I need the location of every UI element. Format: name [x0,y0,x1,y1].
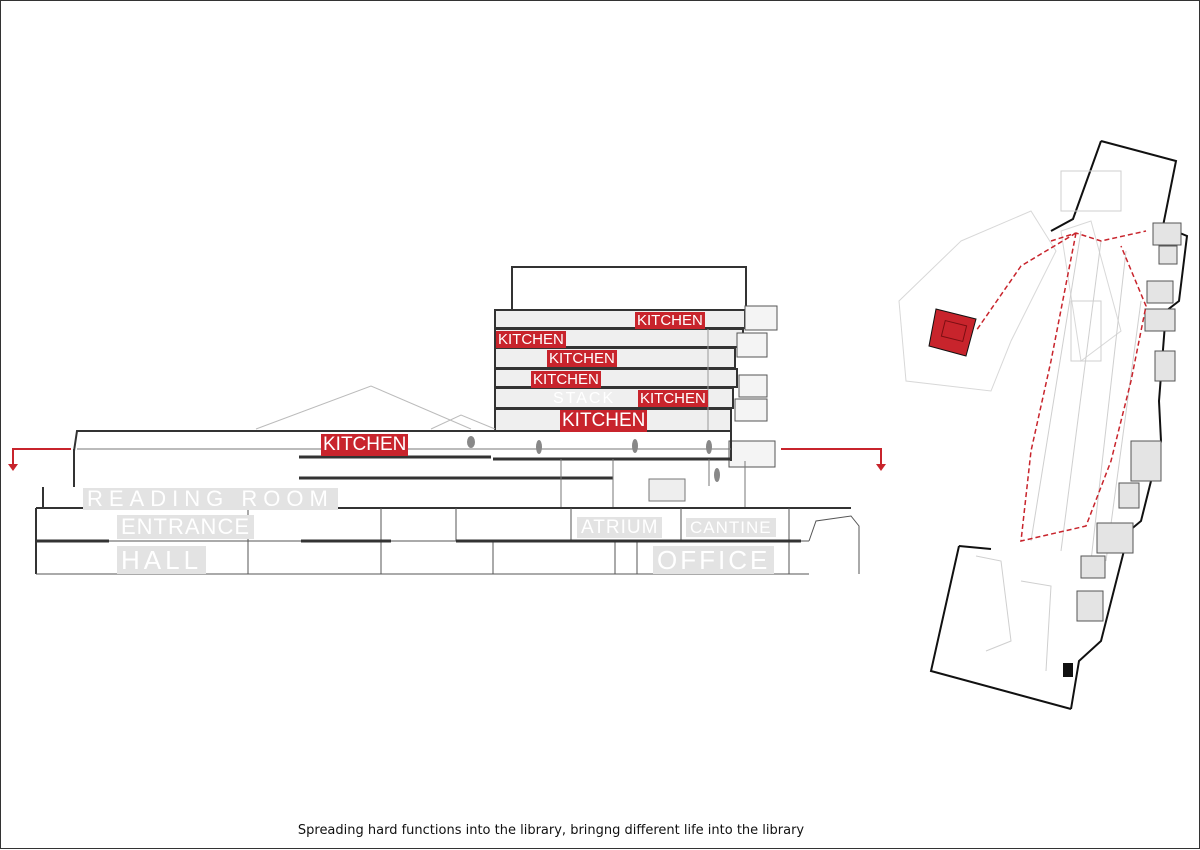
kitchen-label-floor-6: KITCHEN [635,312,705,329]
kitchen-label-floor-3: KITCHEN [531,371,601,388]
kitchen-label-floor-2: KITCHEN [638,390,708,407]
reading-room-label: READING ROOM [83,488,338,510]
kitchen-label-floor-5: KITCHEN [496,331,566,348]
diagram-caption: Spreading hard functions into the librar… [297,823,805,838]
entrance-label: ENTRANCE [117,515,255,539]
plan-outline [929,140,1189,710]
section-cut-arrow-right [781,448,882,466]
hall-label: HALL [117,546,207,574]
office-label: OFFICE [653,546,775,574]
kitchen-label-floor-4: KITCHEN [547,350,617,367]
stack-label: STACK [553,390,616,407]
kitchen-block-plan [928,308,977,357]
kitchen-label-reading-level: KITCHEN [321,434,409,456]
section-cut-arrow-left [12,448,71,466]
atrium-label: ATRIUM [577,517,663,538]
kitchen-label-floor-1: KITCHEN [560,410,648,432]
kitchen-route-dashed-line [975,230,1147,542]
cantine-label: CANTINE [686,518,776,537]
building-section-drawing [8,266,886,575]
